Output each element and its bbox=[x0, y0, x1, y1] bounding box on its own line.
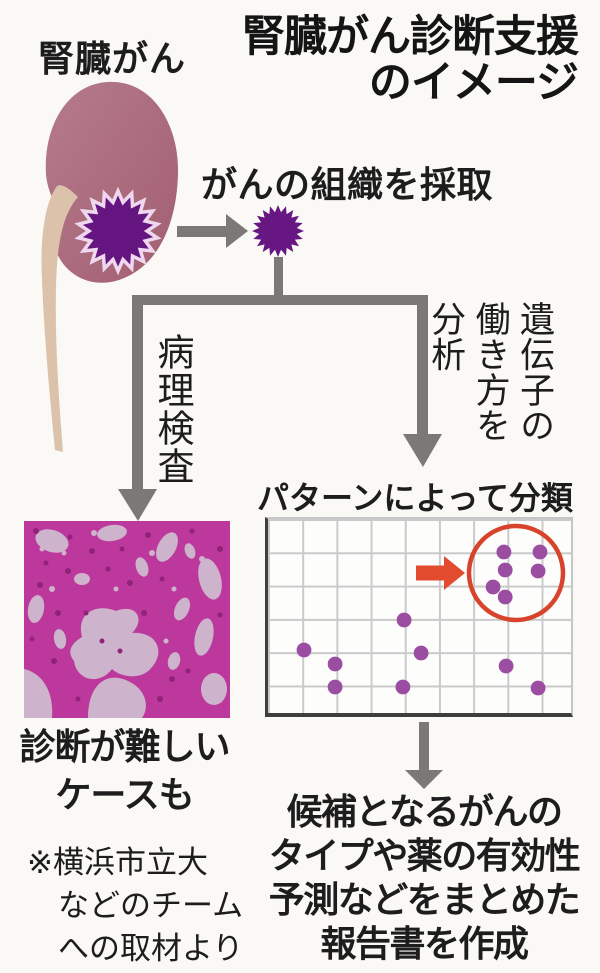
left-arrow-down-icon bbox=[118, 489, 157, 521]
scatter-svg bbox=[296, 523, 566, 696]
scatter-dot-cluster bbox=[497, 562, 513, 578]
scatter-dot bbox=[530, 680, 546, 696]
red-highlight-arrow-icon bbox=[416, 556, 465, 590]
page-title-line2: のイメージ bbox=[368, 59, 579, 108]
scatter-dot-cluster bbox=[496, 544, 512, 560]
connector-stem bbox=[274, 257, 283, 297]
scatter-dot bbox=[498, 658, 514, 674]
scatter-dot-cluster bbox=[532, 544, 548, 560]
biopsy-step-label: がんの組織を採取 bbox=[201, 165, 494, 205]
page-title-line1: 腎臓がん診断支援 bbox=[242, 13, 579, 61]
ureter bbox=[41, 185, 78, 452]
right-branch-line bbox=[417, 295, 428, 436]
scatter-dot bbox=[413, 645, 429, 661]
scatter-dot bbox=[296, 642, 312, 658]
scatter-dot-cluster bbox=[485, 579, 501, 595]
scatter-dot bbox=[327, 656, 343, 672]
scatter-dot bbox=[396, 612, 412, 628]
histology-dark-nuclei bbox=[29, 528, 223, 702]
source-footnote: ※横浜市立大 などのチーム への取材より bbox=[27, 845, 244, 966]
tissue-sample-starburst-icon bbox=[252, 205, 304, 257]
pathology-step-label: 病理検査 bbox=[151, 333, 192, 485]
scatter-dot bbox=[327, 679, 343, 695]
arrow-right-icon bbox=[177, 214, 248, 248]
kidney-label: 腎臓がん bbox=[38, 38, 187, 79]
page-title: 腎臓がん診断支援 のイメージ bbox=[242, 13, 579, 108]
report-arrow-line bbox=[419, 722, 429, 772]
classification-scatter-plot bbox=[265, 517, 573, 717]
gene-analysis-step-label: 遺伝子の 働き方を 分析 bbox=[426, 301, 554, 443]
pathology-slide-image bbox=[24, 521, 230, 718]
connector-bar bbox=[132, 295, 428, 305]
report-outcome-text: 候補となるがんの タイプや薬の有効性 予測などをまとめた 報告書を作成 bbox=[268, 791, 581, 964]
red-cluster-circle bbox=[466, 523, 566, 623]
report-arrow-down-icon bbox=[405, 770, 443, 789]
difficult-diagnosis-note: 診断が難しい ケースも bbox=[19, 726, 230, 815]
scatter-dot-cluster bbox=[530, 563, 546, 579]
kidney-illustration bbox=[41, 81, 179, 452]
left-branch-line bbox=[132, 295, 143, 491]
right-arrow-down-icon bbox=[403, 434, 442, 467]
scatter-dot bbox=[395, 679, 411, 695]
histology-light-structures bbox=[24, 524, 227, 718]
classification-heading: パターンによって分類 bbox=[257, 480, 573, 516]
tumor-starburst-icon bbox=[74, 186, 162, 276]
scatter-dot-cluster bbox=[497, 589, 513, 605]
